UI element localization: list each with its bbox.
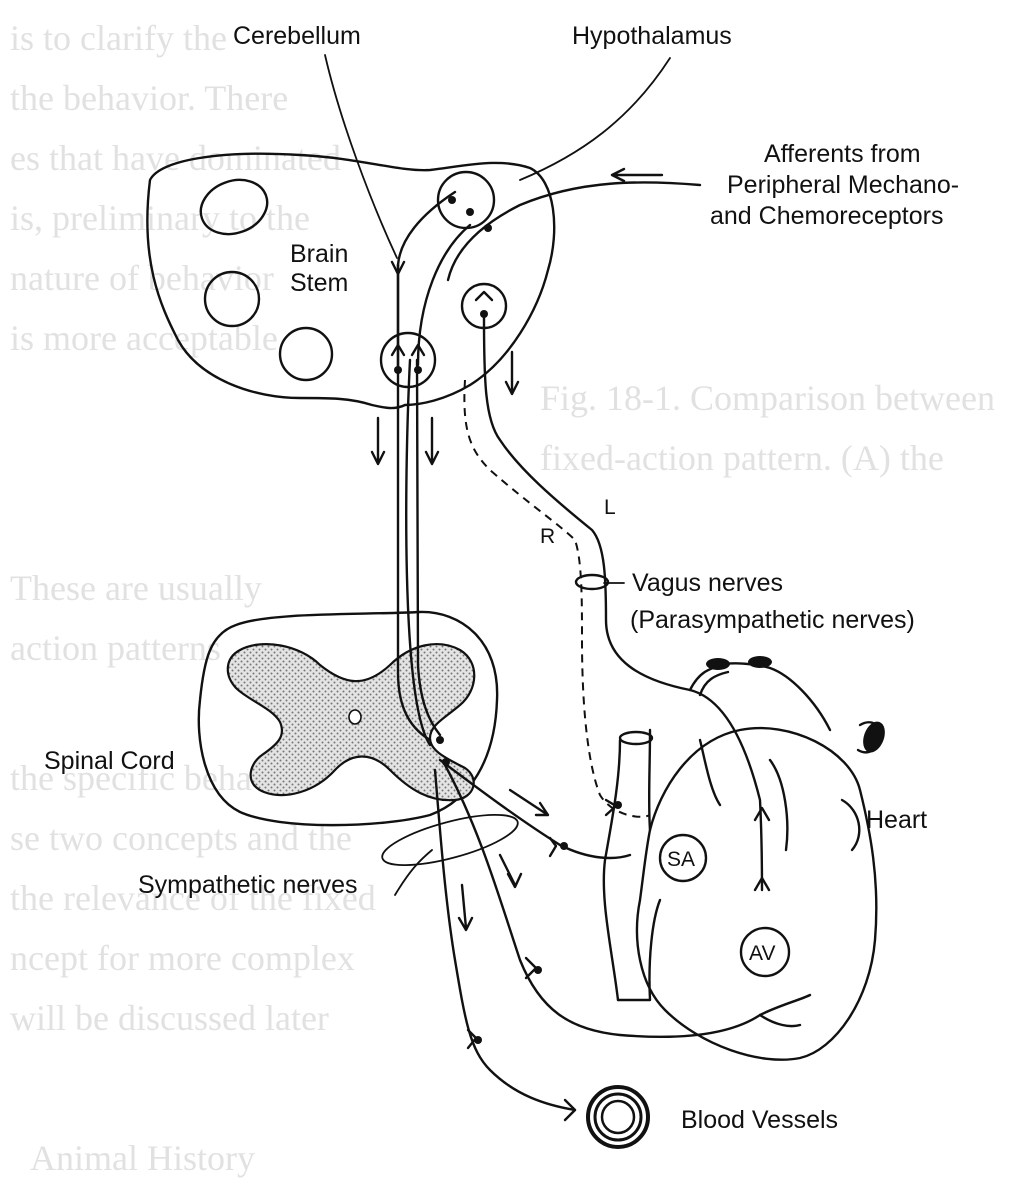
svg-text:the behavior. There: the behavior. There <box>10 78 288 118</box>
brain-stem-nucleus <box>280 328 332 380</box>
blood-vessel <box>588 1087 648 1147</box>
label-blood-vessels: Blood Vessels <box>681 1106 838 1134</box>
label-afferents-3: and Chemoreceptors <box>710 202 943 230</box>
central-canal <box>349 710 361 724</box>
svg-text:es that have dominated: es that have dominated <box>10 138 341 178</box>
label-hypothalamus: Hypothalamus <box>572 22 732 50</box>
svg-text:is, preliminary to the: is, preliminary to the <box>10 198 310 238</box>
svg-text:fixed-action pattern. (A) the: fixed-action pattern. (A) the <box>540 438 944 478</box>
label-av: AV <box>749 942 775 965</box>
svg-text:action patterns: action patterns <box>10 628 221 668</box>
label-brain: Brain <box>290 240 348 268</box>
aortic-branch <box>748 656 772 668</box>
label-heart: Heart <box>866 806 927 834</box>
svg-text:Fig. 18-1. Comparison between: Fig. 18-1. Comparison between <box>540 378 995 418</box>
svg-text:nature of behavior: nature of behavior <box>10 258 274 298</box>
label-vagus-1: Vagus nerves <box>632 569 783 597</box>
label-left-vagus: L <box>604 496 616 519</box>
label-vagus-2: (Parasympathetic nerves) <box>630 606 915 634</box>
label-cerebellum: Cerebellum <box>233 22 361 50</box>
sympathetic-nerve-bundle <box>378 804 523 875</box>
integrating-center <box>438 172 494 228</box>
svg-text:ncept for more complex: ncept for more complex <box>10 938 355 978</box>
label-spinal-cord: Spinal Cord <box>44 747 175 775</box>
sympathetic-pathways <box>378 760 810 1110</box>
label-sa: SA <box>667 848 695 871</box>
label-sympathetic-nerves: Sympathetic nerves <box>138 871 358 899</box>
label-afferents-2: Peripheral Mechano- <box>727 171 959 199</box>
svg-text:is to clarify the: is to clarify the <box>10 18 227 58</box>
svg-text:is more acceptable: is more acceptable <box>10 318 278 358</box>
svg-text:Animal History: Animal History <box>30 1138 255 1178</box>
label-right-vagus: R <box>540 525 555 548</box>
aortic-branch <box>706 658 730 670</box>
svg-text:will be discussed later: will be discussed later <box>10 998 329 1038</box>
label-afferents-1: Afferents from <box>764 140 921 168</box>
label-stem: Stem <box>290 269 348 297</box>
svg-text:These are usually: These are usually <box>10 568 262 608</box>
heart <box>604 656 889 1060</box>
